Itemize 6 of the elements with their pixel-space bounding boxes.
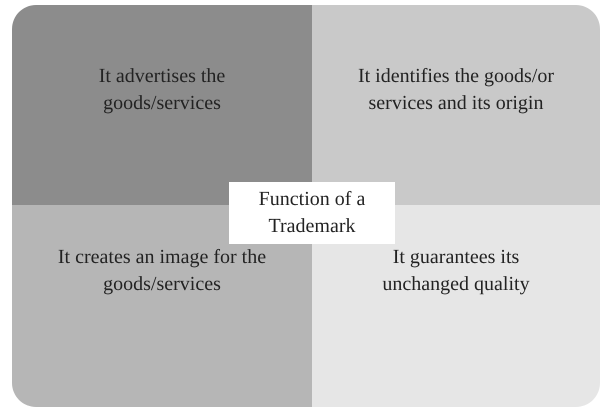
center-label bbox=[229, 182, 395, 244]
quadrant-text: It guarantees its unchanged quality bbox=[381, 245, 531, 297]
quadrant-text: It identifies the goods/or services and its origin bbox=[356, 64, 556, 116]
quadrant-text: It advertises the goods/services bbox=[98, 64, 226, 116]
quadrant-text: It creates an image for the goods/services bbox=[56, 245, 268, 297]
center-text: Function of a Trademark bbox=[258, 187, 366, 239]
